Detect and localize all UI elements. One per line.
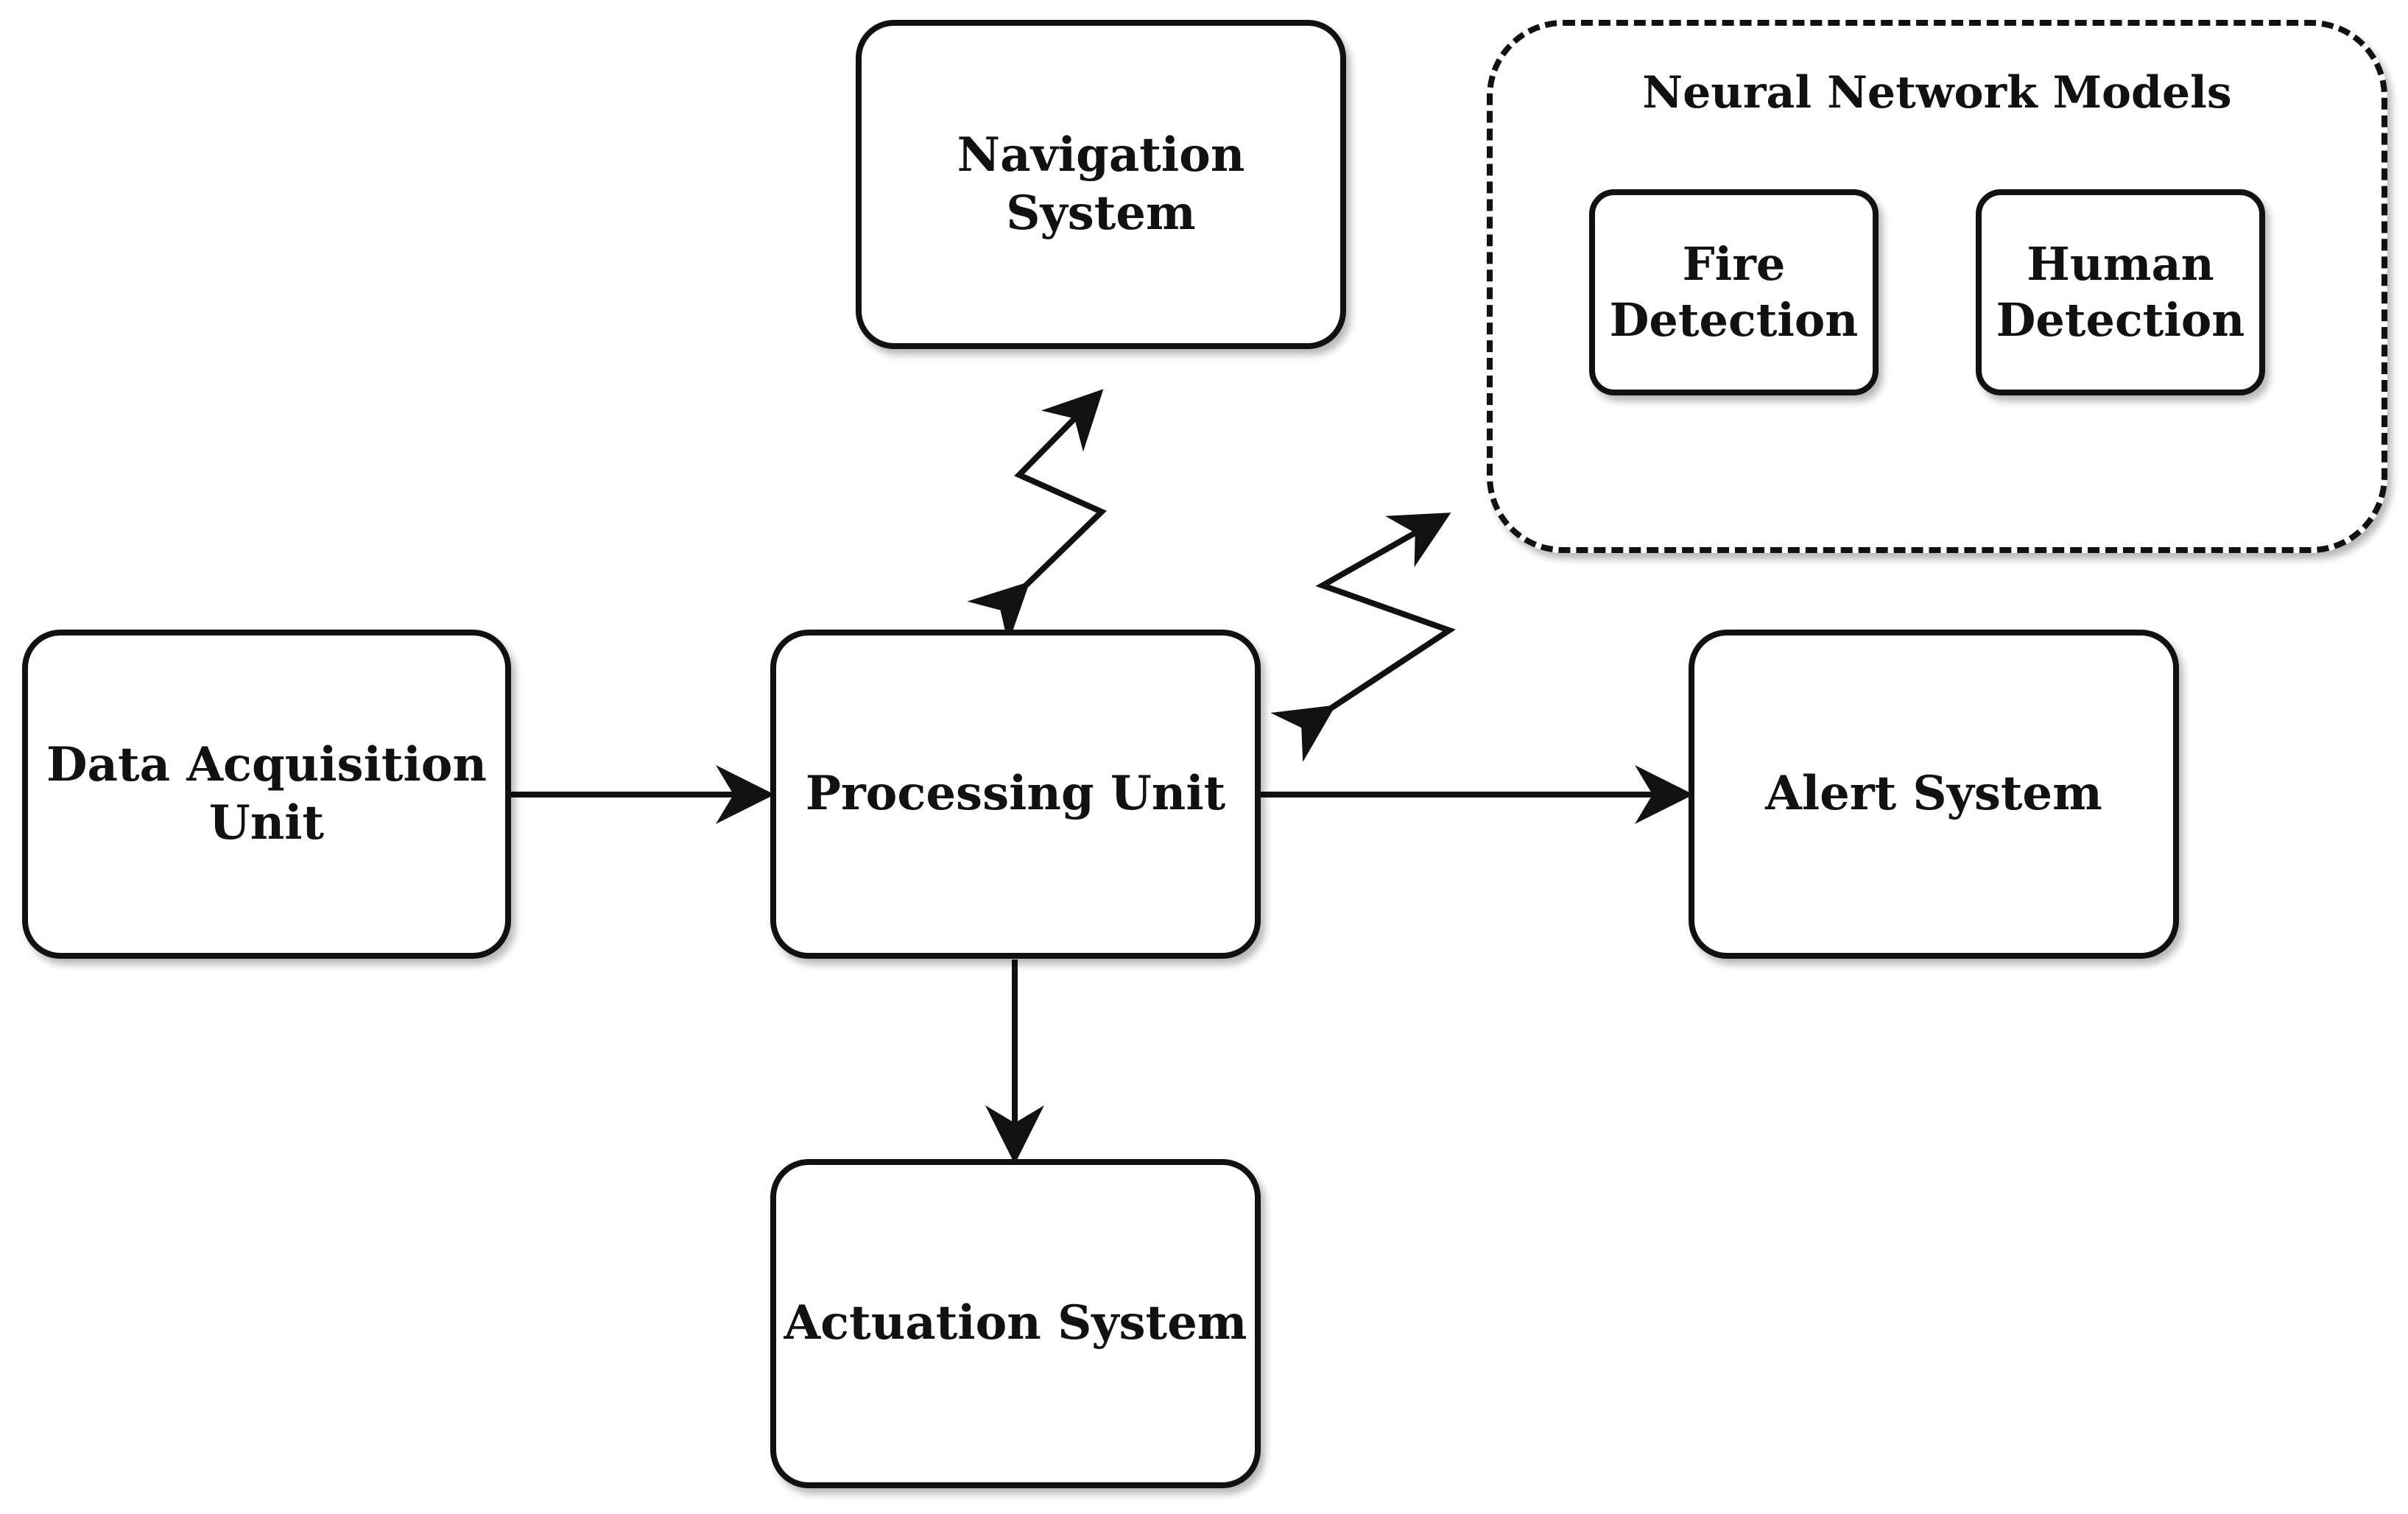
- wireless-link-processing-neural-models: [1270, 513, 1456, 762]
- data-acquisition-unit-label: Data Acquisition Unit: [46, 737, 487, 851]
- human-detection-label-line-2: Detection: [1996, 293, 2245, 347]
- human-detection-label-line-1: Human: [2027, 237, 2214, 292]
- wireless-link-processing-navigation: [967, 389, 1108, 644]
- fire-detection-label-line-1: Fire: [1682, 237, 1786, 292]
- alert-system-node: Alert System: [1689, 630, 2179, 959]
- navigation-system-label: Navigation System: [957, 127, 1245, 241]
- navigation-system-node: Navigation System: [856, 20, 1346, 349]
- neural-network-models-title: Neural Network Models: [1642, 67, 2232, 119]
- actuation-system-node: Actuation System: [770, 1159, 1261, 1488]
- alert-system-label: Alert System: [1765, 766, 2102, 822]
- neural-network-models-group: Neural Network Models Fire Detection Hum…: [1487, 20, 2387, 553]
- data-acquisition-unit-node: Data Acquisition Unit: [22, 630, 511, 959]
- actuation-system-label: Actuation System: [784, 1295, 1247, 1351]
- fire-detection-label-line-2: Detection: [1609, 293, 1859, 347]
- fire-detection-node: Fire Detection: [1589, 189, 1879, 395]
- processing-unit-label: Processing Unit: [805, 766, 1226, 822]
- processing-unit-node: Processing Unit: [770, 630, 1261, 959]
- human-detection-node: Human Detection: [1976, 189, 2265, 395]
